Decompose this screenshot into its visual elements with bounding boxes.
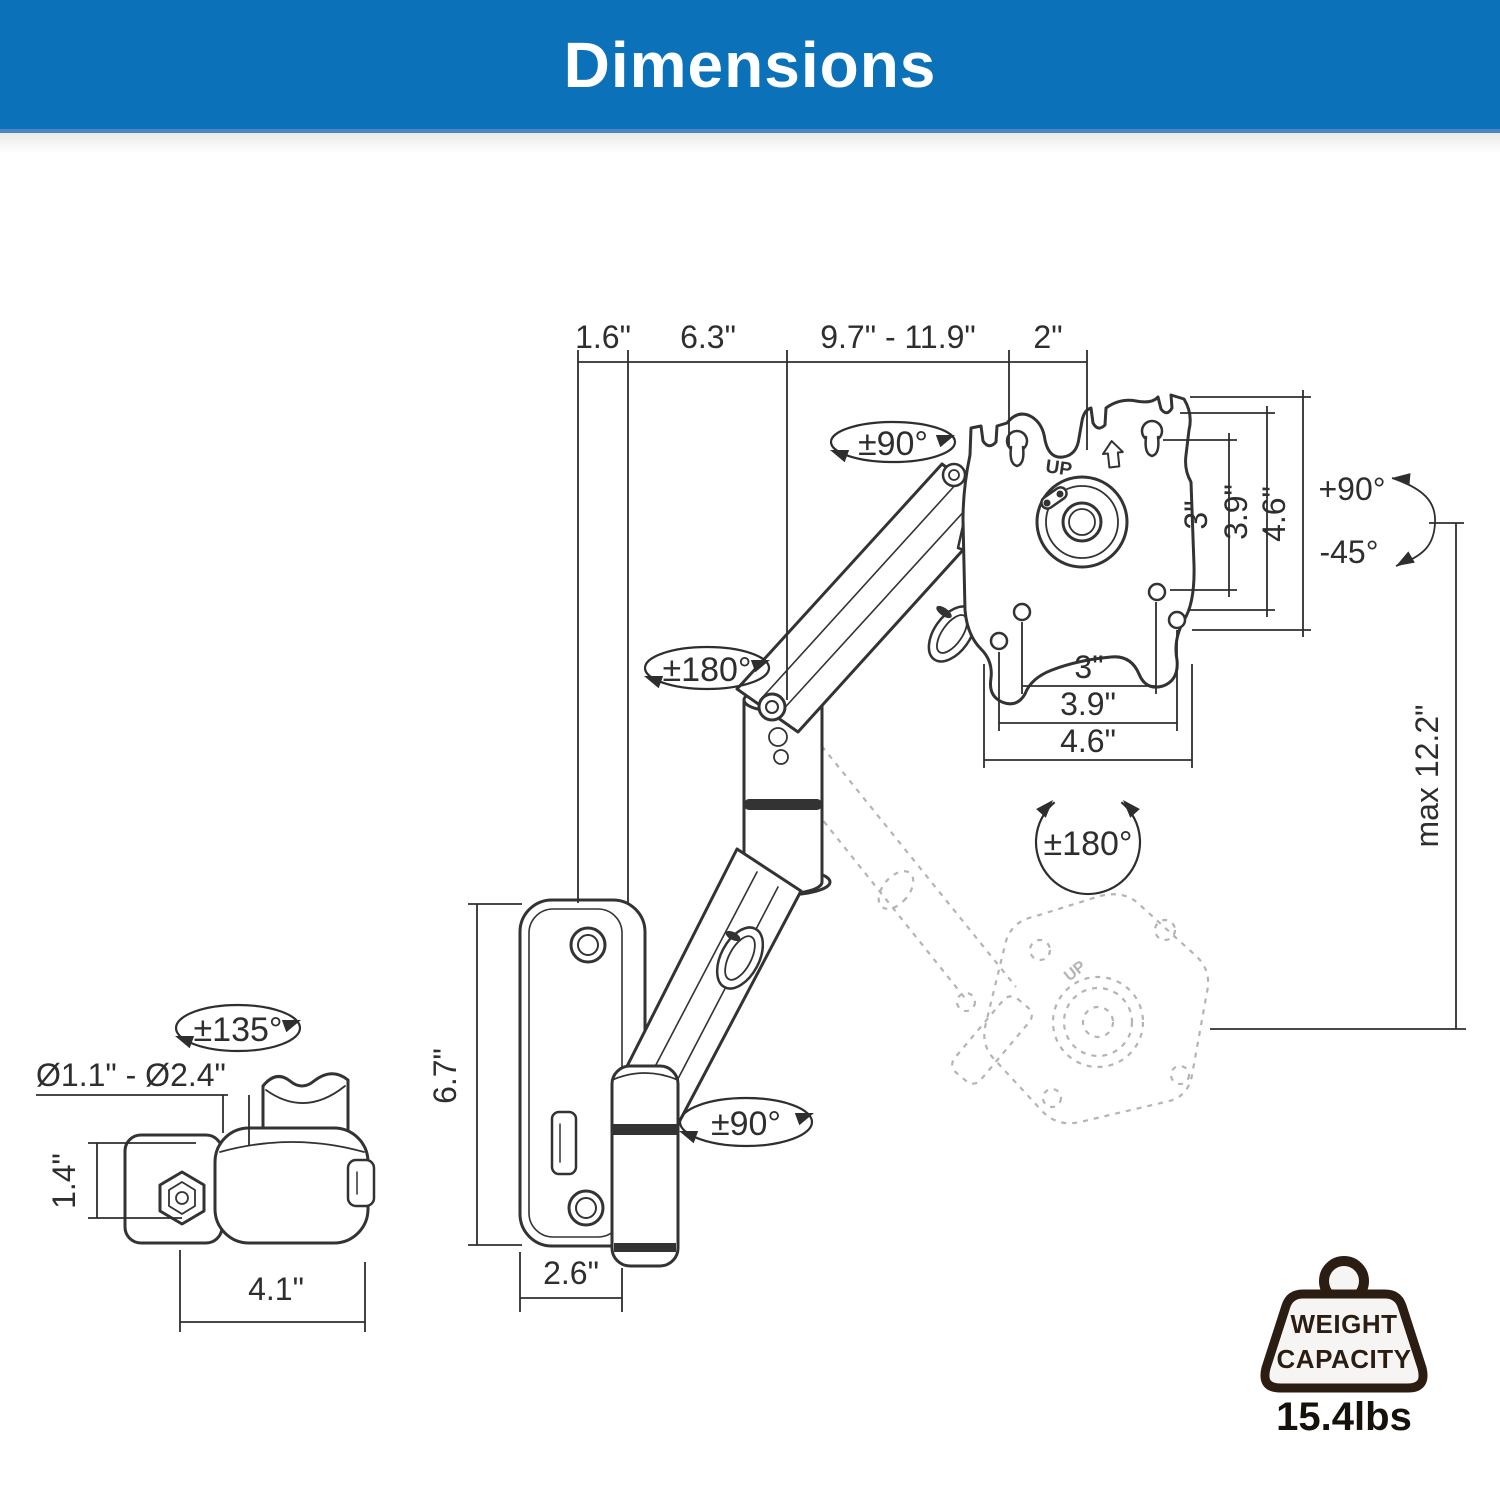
weight-capacity-value: 15.4lbs: [1276, 1395, 1412, 1439]
tilt-up-label: +90°: [1318, 471, 1385, 507]
lower-arm: [611, 847, 803, 1130]
dim-max-height: max 12.2": [1409, 705, 1445, 848]
clamp-rotation-label: ±135°: [194, 1011, 283, 1049]
clamp-rotation-ellipse: [174, 1003, 302, 1053]
tilt-down-label: -45°: [1319, 534, 1378, 570]
pole-clamp: [123, 1072, 376, 1245]
page-title: Dimensions: [563, 28, 937, 101]
elbow-rotation-ellipse: [643, 645, 771, 691]
dim-vesa-v-outer: 4.6": [1256, 486, 1292, 542]
banner-shadow: [0, 133, 1500, 153]
dim-top-3: 9.7" - 11.9": [820, 319, 976, 355]
plate-rotation-circle: [1034, 801, 1142, 896]
arm-drawing: [123, 393, 1196, 1268]
dim-vesa-h-outer: 4.6": [1060, 723, 1116, 759]
ghost-up-label: UP: [1061, 958, 1089, 985]
dim-vesa-h-inner: 3": [1074, 649, 1103, 685]
wall-hinge: [550, 1064, 680, 1268]
weight-icon: [1260, 1289, 1428, 1393]
plate-rotation-label: ±180°: [1044, 825, 1133, 863]
wall-swivel-ellipse: [678, 1096, 814, 1148]
weight-capacity-line1: WEIGHT: [1291, 1309, 1398, 1339]
dim-vesa-h-middle: 3.9": [1060, 686, 1116, 722]
ghost-vesa-plate: [983, 893, 1210, 1125]
dim-clamp-width: 4.1": [248, 1271, 304, 1307]
dim-clamp-diameter: Ø1.1" - Ø2.4": [36, 1057, 226, 1093]
weight-capacity-line2: CAPACITY: [1277, 1344, 1412, 1374]
dim-wallplate-width: 2.6": [543, 1255, 599, 1291]
hinge-clip: [550, 1110, 578, 1176]
dim-clamp-height: 1.4": [46, 1153, 82, 1209]
rotation-arrowheads: [175, 435, 1415, 1144]
wall-swivel-label: ±90°: [711, 1105, 781, 1143]
dimension-labels: 1.6" 6.3" 9.7" - 11.9" 2" 3" 3.9" 4.6" 3…: [36, 319, 1445, 1307]
dim-vesa-v-middle: 3.9": [1218, 484, 1254, 540]
up-marking: UP: [1044, 456, 1073, 481]
up-arrow-icon: [1101, 440, 1124, 469]
dim-vesa-v-inner: 3": [1178, 500, 1214, 529]
rotation-indicators: ±90° ±180° ±90° ±135° ±180°: [174, 420, 1415, 1148]
ghost-position: [761, 728, 1210, 1125]
vesa-swivel-ellipse: [829, 420, 957, 464]
dim-top-2: 6.3": [680, 319, 736, 355]
vesa-plate: [961, 393, 1196, 706]
title-banner: Dimensions: [0, 0, 1500, 133]
elbow-rotation-label: ±180°: [663, 651, 752, 689]
dim-top-1: 1.6": [575, 319, 631, 355]
vesa-swivel-label: ±90°: [858, 425, 928, 463]
dimension-lines: [36, 350, 1466, 1332]
dim-wallplate-height: 6.7": [427, 1048, 463, 1104]
clamp-ring: [213, 1126, 370, 1245]
weight-capacity-badge: WEIGHT CAPACITY 15.4lbs: [1260, 1256, 1428, 1439]
dim-top-4: 2": [1033, 319, 1062, 355]
upper-arm: [735, 462, 1003, 765]
